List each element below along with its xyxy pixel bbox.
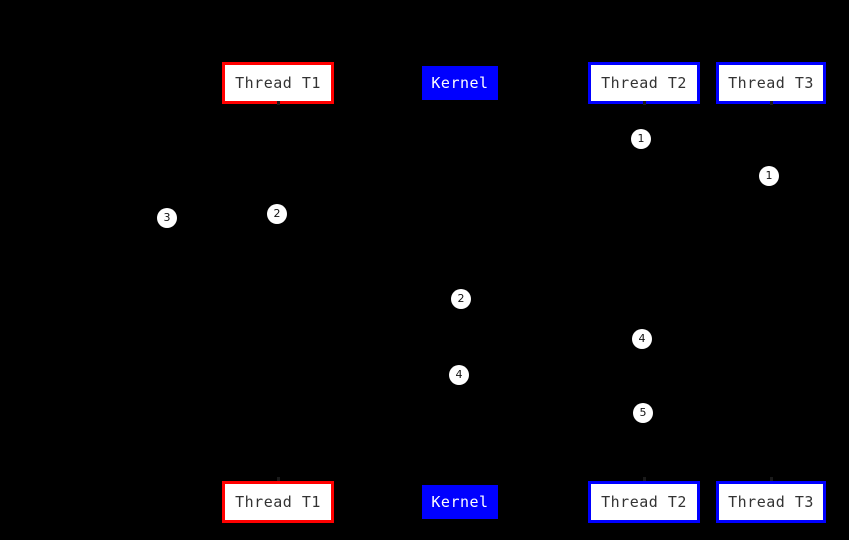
step-badge: 3 xyxy=(157,208,177,228)
message-arrow-6 xyxy=(460,351,644,352)
step-badge: 2 xyxy=(267,204,287,224)
step-badge: 4 xyxy=(449,365,469,385)
lifeline-nub-thread-t2 xyxy=(643,101,646,105)
step-badge: 4 xyxy=(632,329,652,349)
participant-label-thread-t3-top: Thread T3 xyxy=(728,73,814,92)
lifeline-nub-thread-t1-bottom xyxy=(277,477,280,481)
participant-box-thread-t3-top[interactable]: Thread T3 xyxy=(716,62,826,104)
participant-label-thread-t2-bottom: Thread T2 xyxy=(601,492,687,511)
message-arrow-8 xyxy=(460,425,644,426)
message-arrow-1 xyxy=(460,150,644,151)
message-arrow-5 xyxy=(460,311,644,312)
lifeline-nub-thread-t2-bottom xyxy=(643,477,646,481)
participant-label-thread-t3-bottom: Thread T3 xyxy=(728,492,814,511)
participant-label-kernel-bottom: Kernel xyxy=(431,492,489,511)
participant-box-thread-t1-top[interactable]: Thread T1 xyxy=(222,62,334,104)
lifeline-nub-thread-t3-bottom xyxy=(770,477,773,481)
lifeline-thread-t2 xyxy=(644,104,645,481)
participant-label-thread-t1-top: Thread T1 xyxy=(235,73,321,92)
participant-label-thread-t2-top: Thread T2 xyxy=(601,73,687,92)
step-badge: 1 xyxy=(631,129,651,149)
step-badge: 2 xyxy=(451,289,471,309)
message-arrow-4 xyxy=(278,226,460,227)
lifeline-thread-t1 xyxy=(278,104,279,481)
step-badge: 1 xyxy=(759,166,779,186)
participant-box-thread-t1-bottom[interactable]: Thread T1 xyxy=(222,481,334,523)
lifeline-nub-thread-t3 xyxy=(770,101,773,105)
participant-box-kernel-top[interactable]: Kernel xyxy=(422,66,498,100)
participant-box-thread-t2-bottom[interactable]: Thread T2 xyxy=(588,481,700,523)
message-arrow-7 xyxy=(460,387,771,388)
step-badge: 5 xyxy=(633,403,653,423)
participant-label-thread-t1-bottom: Thread T1 xyxy=(235,492,321,511)
message-arrow-3 xyxy=(160,230,278,231)
lifeline-thread-t3 xyxy=(771,104,772,481)
participant-box-kernel-bottom[interactable]: Kernel xyxy=(422,485,498,519)
message-arrow-2 xyxy=(460,188,771,189)
participant-box-thread-t3-bottom[interactable]: Thread T3 xyxy=(716,481,826,523)
lifeline-nub-thread-t1 xyxy=(277,101,280,105)
participant-box-thread-t2-top[interactable]: Thread T2 xyxy=(588,62,700,104)
participant-label-kernel-top: Kernel xyxy=(431,73,489,92)
